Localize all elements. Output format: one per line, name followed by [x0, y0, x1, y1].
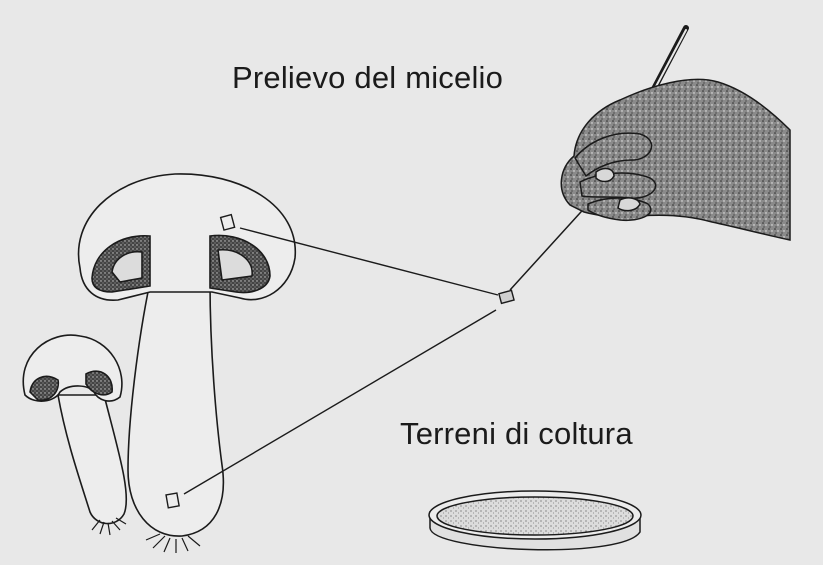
mycelium-sampling-label: Prelievo del micelio	[232, 60, 503, 96]
finger-2	[580, 173, 656, 198]
large-mushroom-stem	[128, 282, 223, 536]
culture-media-label: Terreni di coltura	[400, 416, 633, 452]
hand	[561, 79, 790, 240]
fingernail	[618, 198, 640, 211]
extracted-sample	[499, 290, 514, 303]
large-mushroom-roots	[146, 534, 200, 553]
line-stem-to-sample	[184, 310, 496, 494]
culture-medium	[437, 497, 633, 535]
thumb-nail	[596, 169, 614, 182]
petri-dish	[429, 491, 641, 550]
small-mushroom	[23, 335, 126, 535]
small-mushroom-stem	[58, 395, 126, 524]
